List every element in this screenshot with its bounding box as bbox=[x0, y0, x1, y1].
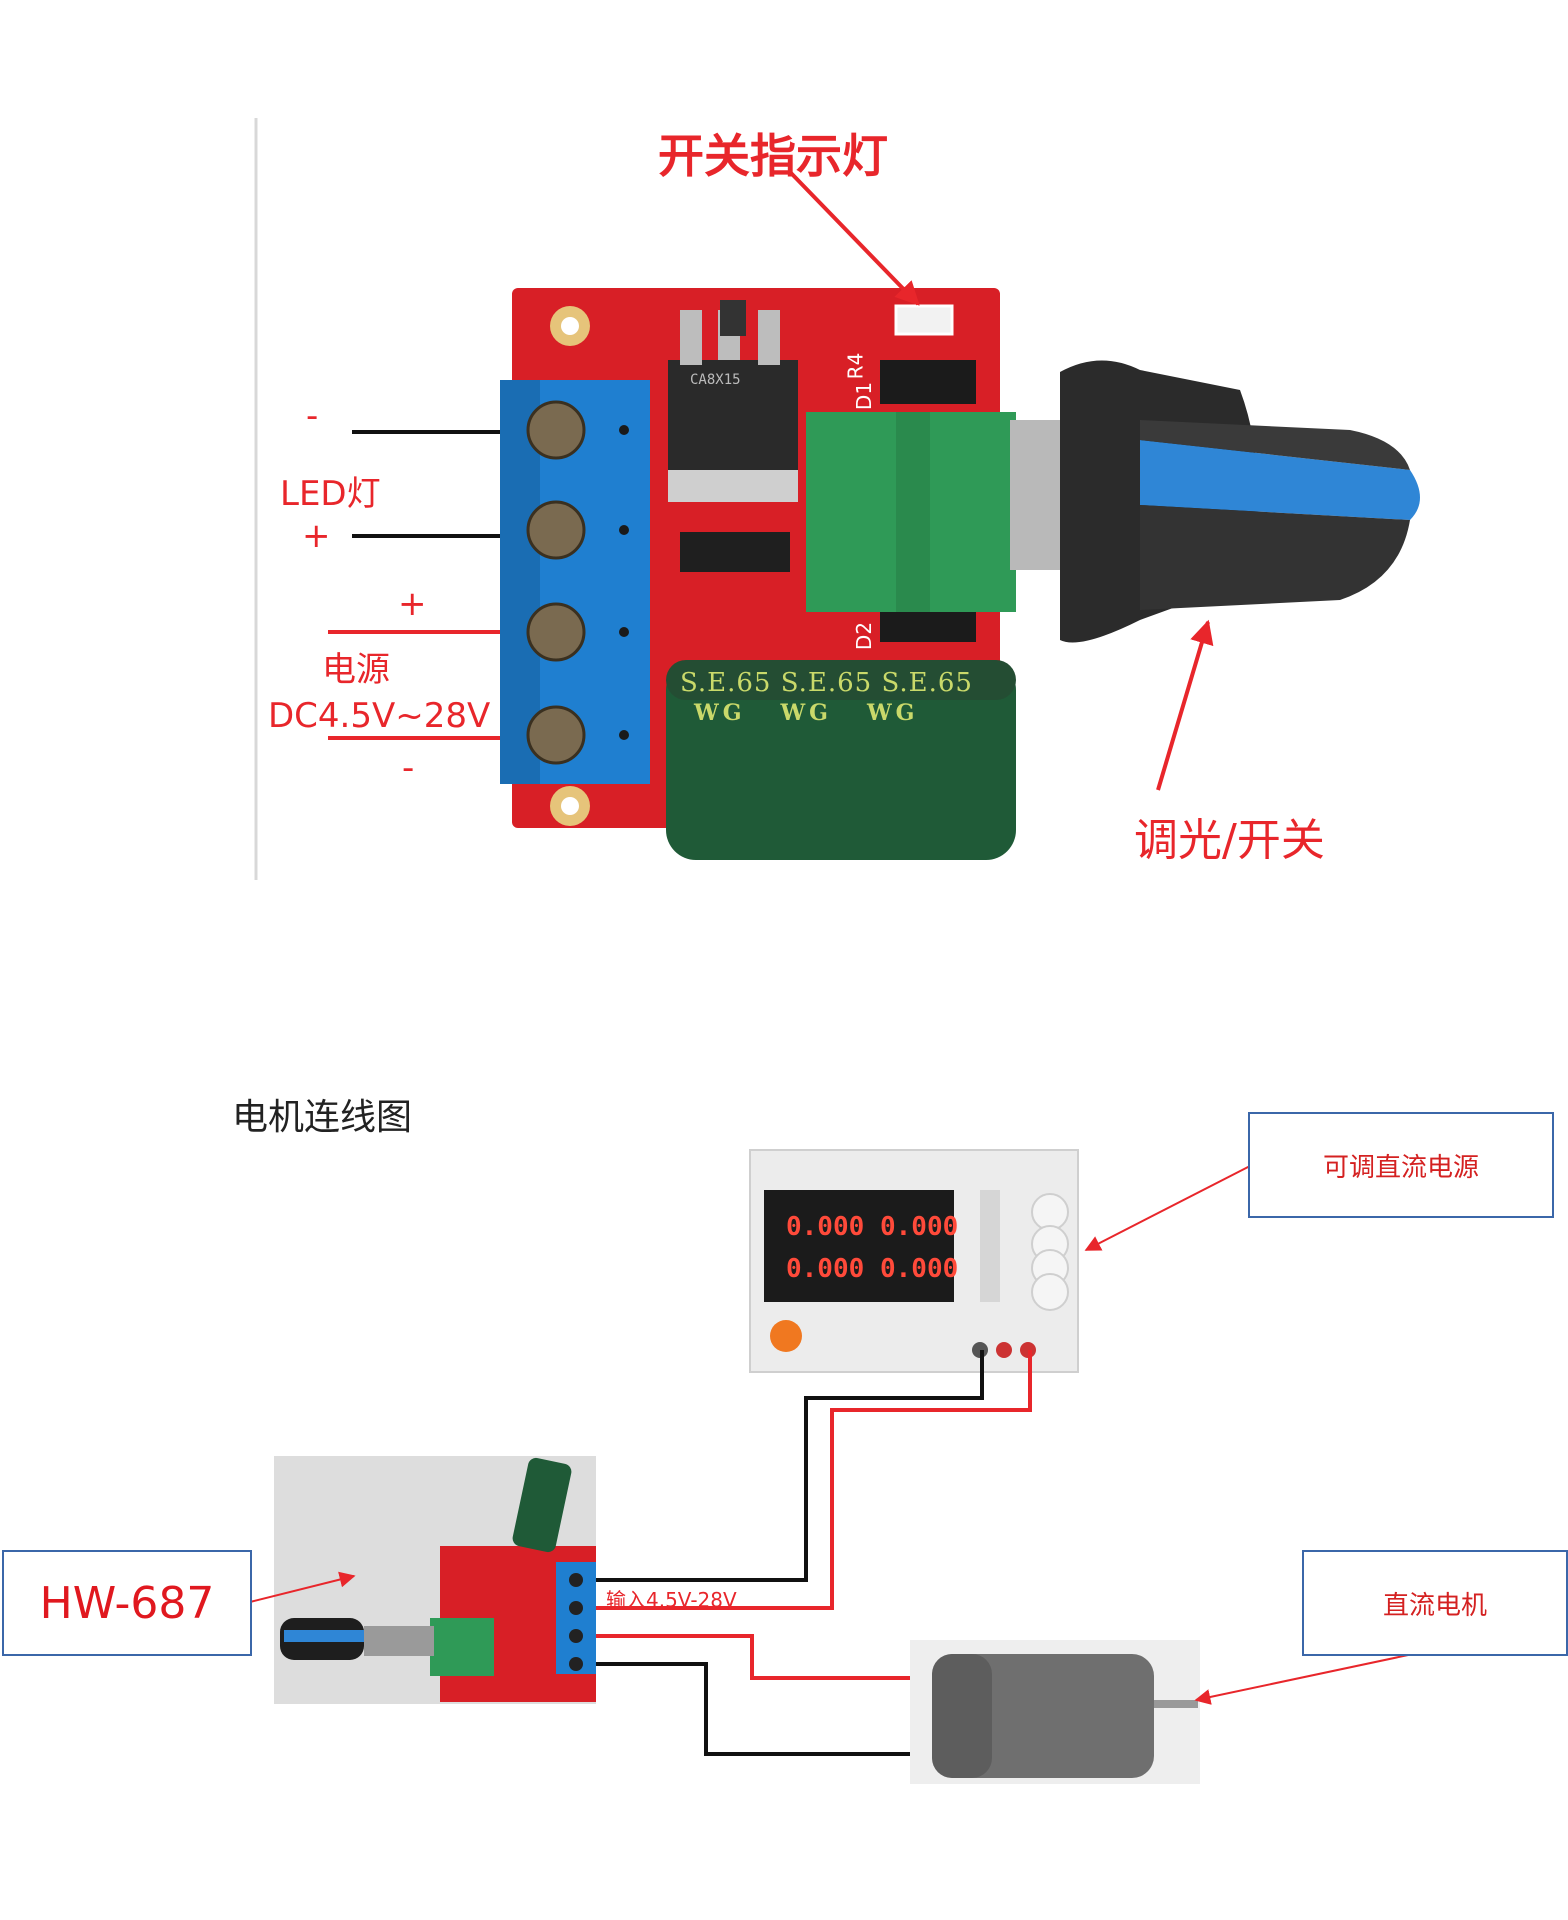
motor-arrow bbox=[1194, 1649, 1433, 1705]
module-label-box: HW-687 bbox=[2, 1550, 252, 1656]
power-minus-label: - bbox=[402, 748, 415, 788]
knob-label: 调光/开关 bbox=[1134, 815, 1325, 866]
psu-display-3: 0.000 bbox=[786, 1254, 865, 1284]
psu-display-4: 0.000 bbox=[880, 1254, 959, 1284]
knob-blue-stripe bbox=[1140, 440, 1420, 520]
indicator-label: 开关指示灯 bbox=[658, 129, 888, 183]
motor-label: 直流电机 bbox=[1382, 1590, 1487, 1621]
power-plus-label: + bbox=[398, 584, 427, 624]
psu-arrow bbox=[1084, 1165, 1251, 1251]
psu-red-wire bbox=[596, 1350, 1032, 1610]
capacitor-print-2: WG WG WG bbox=[694, 700, 919, 726]
motor-red-wire bbox=[596, 1634, 918, 1680]
power-label: 电源 bbox=[322, 650, 390, 690]
psu-power-button bbox=[770, 1320, 802, 1352]
capacitor-print-1: S.E.65 S.E.65 S.E.65 bbox=[680, 668, 973, 698]
indicator-arrow bbox=[788, 170, 920, 306]
motor-black-wire bbox=[596, 1662, 918, 1756]
motor-label-box: 直流电机 bbox=[1302, 1550, 1568, 1656]
module-label: HW-687 bbox=[39, 1577, 215, 1629]
power-supply bbox=[749, 1149, 1079, 1373]
input-voltage-label: 输入4.5V-28V bbox=[606, 1588, 737, 1612]
psu-display-2: 0.000 bbox=[880, 1212, 959, 1242]
voltage-label: DC4.5V~28V bbox=[268, 696, 491, 736]
psu-label: 可调直流电源 bbox=[1322, 1152, 1479, 1183]
led-minus-label: - bbox=[306, 396, 319, 436]
motor-photo bbox=[910, 1640, 1200, 1784]
indicator-led bbox=[894, 304, 954, 336]
psu-black-wire bbox=[596, 1350, 984, 1582]
mosfet bbox=[668, 360, 798, 490]
terminal-screws bbox=[526, 400, 586, 765]
led-plus-label: + bbox=[302, 516, 331, 556]
capacitor bbox=[666, 660, 1016, 860]
psu-display-1: 0.000 bbox=[786, 1212, 865, 1242]
led-label: LED灯 bbox=[280, 474, 381, 514]
knob-arrow bbox=[1156, 619, 1214, 791]
module-arrow bbox=[249, 1571, 356, 1603]
section-title: 电机连线图 bbox=[232, 1097, 413, 1138]
product-photo bbox=[254, 118, 1420, 880]
module-photo bbox=[274, 1456, 596, 1704]
mosfet-print: CA8X15 bbox=[690, 372, 741, 388]
psu-label-box: 可调直流电源 bbox=[1248, 1112, 1554, 1218]
